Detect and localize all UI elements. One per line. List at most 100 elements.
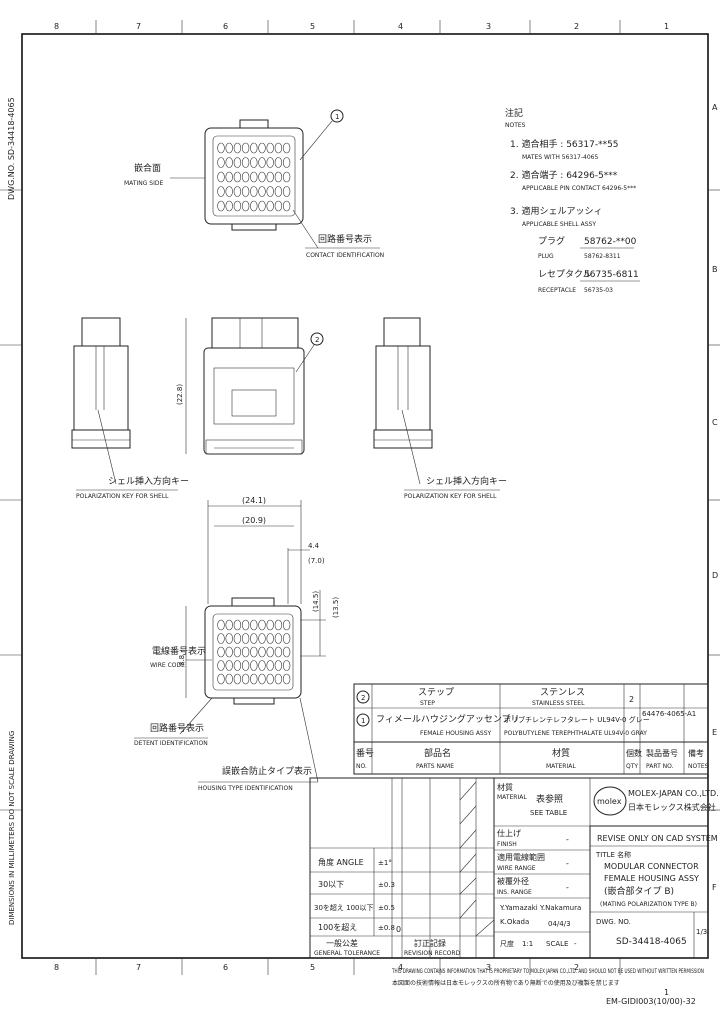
rev-mark: 0	[396, 925, 401, 934]
dim-d8: 3.8	[178, 655, 186, 666]
leader-housing-type	[299, 697, 319, 783]
parts-row2-partno: 64476-4065-A1	[642, 710, 696, 718]
zone-top-2: 2	[574, 22, 579, 31]
scale-val: -	[574, 940, 577, 948]
parts-balloon-2	[356, 690, 370, 704]
title-line-3: (嵌合部タイプ B)	[604, 885, 674, 897]
sheet-no: 1/3	[696, 928, 707, 936]
cavity	[225, 157, 233, 168]
cavity	[266, 171, 274, 183]
recept-en: RECEPTACLE	[538, 287, 576, 294]
zone-top-5: 5	[310, 22, 315, 31]
rev-date: 04/4/3	[548, 920, 571, 928]
leader-polarization-right	[401, 409, 421, 485]
zone-bottom-3: 3	[486, 963, 491, 972]
parts-hdr-name-en: PARTS NAME	[416, 763, 454, 770]
top-view-mating-face	[204, 119, 304, 231]
wire-range-en: WIRE RANGE	[497, 865, 536, 872]
recept-jp: レセプタクル	[538, 269, 592, 280]
parts-row2-mat-jp: ステンレス	[540, 687, 585, 698]
size-label: 尺度	[500, 939, 514, 948]
general-tol-jp: 一般公差	[326, 938, 358, 948]
leader-balloon-1	[299, 120, 333, 161]
mating-side-jp: 嵌合面	[134, 162, 161, 174]
left-margin-note: DIMENSIONS IN MILLIMETERS DO NOT SCALE D…	[8, 731, 16, 925]
parts-hdr-note-jp: 備考	[688, 748, 704, 758]
title-block-grid	[309, 777, 709, 959]
cavity	[282, 619, 291, 631]
tol-r2-val: ±0.5	[378, 904, 395, 912]
cavity	[274, 660, 283, 671]
drawn-signature: Y.Yamazaki	[499, 904, 538, 912]
right-side-view	[373, 317, 433, 449]
molex-logo-text: molex	[597, 797, 622, 806]
cavity	[274, 633, 283, 644]
polarization-right-en: POLARIZATION KEY FOR SHELL	[404, 493, 497, 500]
cavity	[233, 171, 242, 183]
cavity	[266, 200, 274, 212]
cavity	[241, 619, 250, 631]
polarization-right-jp: シェル挿入方向キー	[426, 475, 507, 487]
cavity	[258, 633, 266, 644]
cavity	[241, 646, 250, 658]
parts-hdr-qty-jp: 個数	[626, 748, 642, 758]
leader-contact-ident	[292, 209, 319, 249]
cavity	[258, 186, 266, 197]
cavity	[241, 186, 250, 197]
wire-range-jp: 適用電線範囲	[497, 852, 545, 862]
balloon-1-label: 1	[335, 113, 339, 121]
wire-code-jp: 電線番号表示	[152, 645, 206, 657]
parts-hdr-note-en: NOTES	[688, 763, 709, 770]
cavity	[217, 660, 225, 671]
cavity	[250, 619, 258, 631]
cavity	[282, 200, 291, 212]
note-2-jp: 2. 適合端子 : 64296-5***	[510, 169, 618, 181]
cavity	[250, 171, 258, 183]
cavity	[274, 142, 283, 154]
cavity	[258, 660, 266, 671]
cavity	[250, 157, 258, 168]
finish-jp: 仕上げ	[497, 828, 521, 838]
cavity	[241, 157, 250, 168]
cavity	[258, 157, 266, 168]
cavity	[217, 142, 225, 154]
general-tol-en: GENERAL TOLERANCE	[314, 950, 380, 957]
cavity	[266, 673, 274, 685]
cavity	[250, 633, 258, 644]
parts-row2-mat-en: STAINLESS STEEL	[532, 700, 585, 707]
cavity	[233, 660, 242, 671]
cavity	[217, 186, 225, 197]
ins-range-en: INS. RANGE	[497, 889, 532, 896]
material-val-jp: 表参照	[536, 793, 563, 805]
note-3-jp: 3. 適用シェルアッシィ	[510, 205, 602, 217]
dim-d5: (7.0)	[308, 557, 325, 565]
notes-heading-jp: 注記	[505, 107, 523, 119]
cavity	[233, 633, 242, 644]
cavity	[217, 619, 225, 631]
parts-hdr-partno-en: PART NO.	[646, 763, 674, 770]
cavity	[217, 157, 225, 168]
cavity	[233, 157, 242, 168]
cavity	[233, 200, 242, 212]
cavity	[225, 142, 233, 154]
cavity	[274, 200, 283, 212]
zone-top-1: 1	[664, 22, 669, 31]
material-jp: 材質	[497, 782, 513, 792]
cavity	[217, 200, 225, 212]
cavity	[266, 646, 274, 658]
cavity	[217, 171, 225, 183]
cavity	[282, 186, 291, 197]
cavity	[250, 646, 258, 658]
zone-bottom-5: 5	[310, 963, 315, 972]
confidential-jp: 本図面の技術情報は日本モレックスの所有物であり無断での使用及び複製を禁じます	[392, 979, 620, 987]
parts-balloon-1	[356, 713, 370, 727]
parts-hdr-name-jp: 部品名	[424, 747, 451, 759]
approved-signature: K.Okada	[500, 918, 529, 926]
cavity	[282, 660, 291, 671]
zone-bottom-6: 6	[223, 963, 228, 972]
ins-range-val: -	[566, 883, 569, 892]
confidential-en: THIS DRAWING CONTAINS INFORMATION THAT I…	[391, 968, 704, 975]
recept-val1: 56735-6811	[584, 270, 639, 280]
zone-top-6: 6	[223, 22, 228, 31]
notes-heading-en: NOTES	[505, 122, 526, 129]
